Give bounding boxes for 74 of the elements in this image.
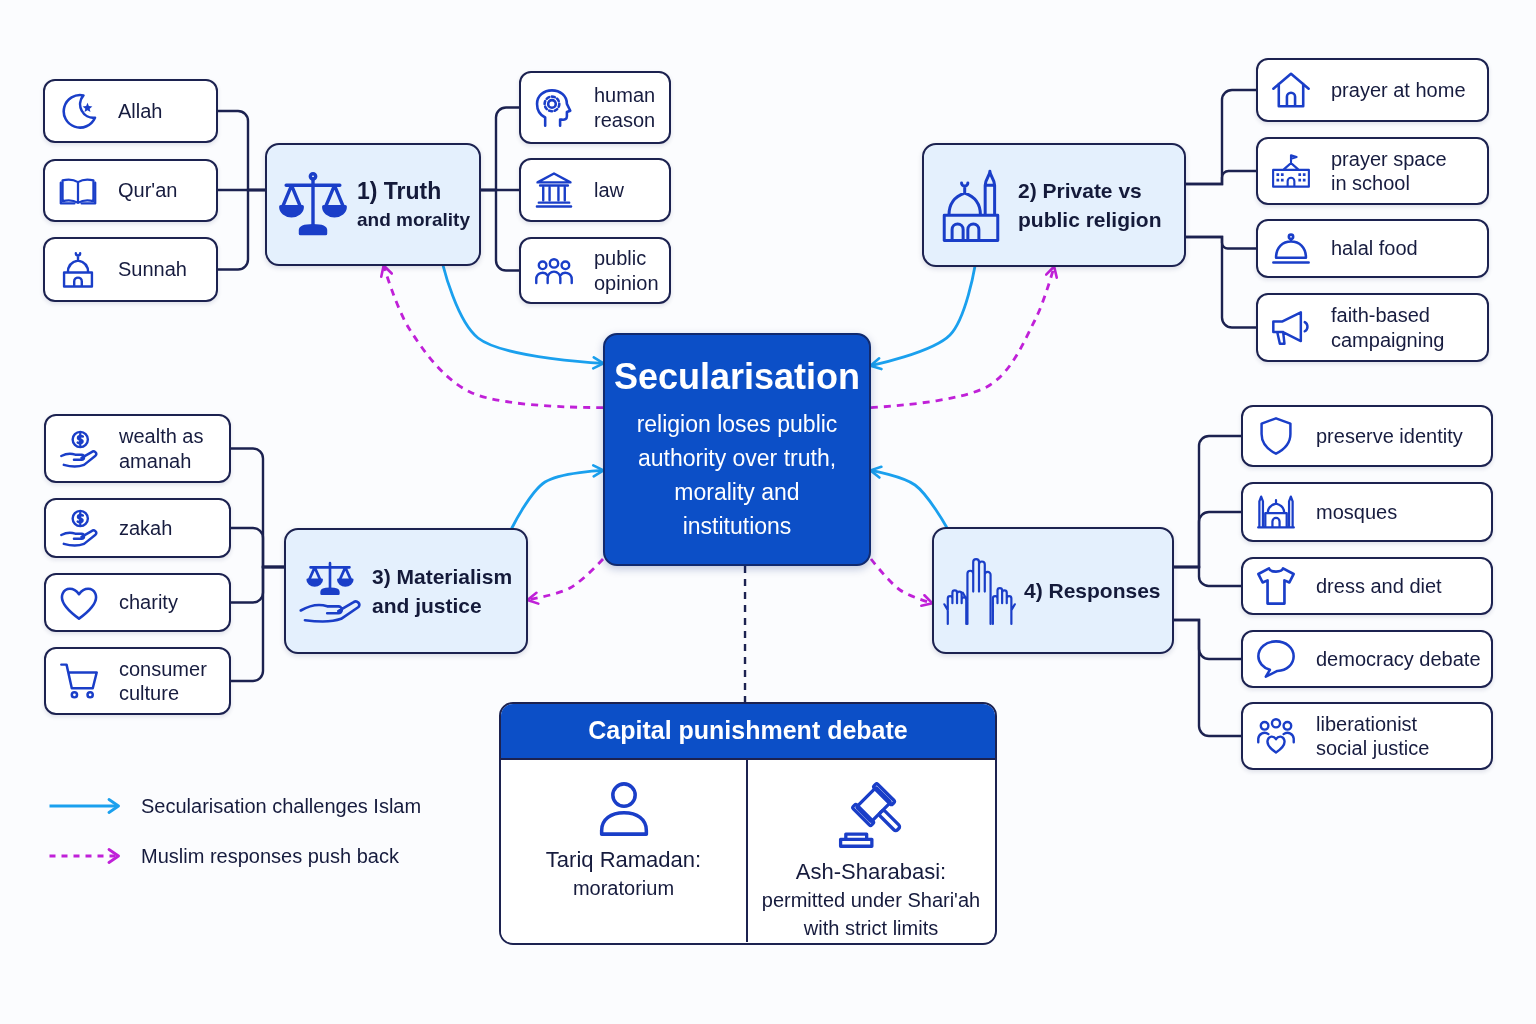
panel-title: Capital punishment debate (588, 716, 908, 746)
theme-title: 1) Truth and morality (357, 177, 471, 233)
curved-arrow (441, 264, 605, 370)
curved-arrow (870, 265, 1058, 409)
connector-line (479, 188, 521, 272)
topic-label: dress and diet (1316, 573, 1442, 599)
viewpoint-text: permitted under Shari'ah with strict limits (760, 888, 982, 942)
legend-label: Secularisation challenges Islam (141, 794, 422, 818)
theme-box (284, 528, 528, 654)
topic-label: faith-based campaigning (1331, 303, 1446, 352)
concept-title: Secularisation (613, 355, 861, 399)
topic-label: Allah (118, 98, 163, 124)
topic-label: law (594, 177, 624, 203)
topic-box (44, 498, 231, 558)
topic-box (43, 79, 218, 143)
topic-label: zakah (119, 515, 173, 541)
connector-line (229, 565, 286, 683)
topic-box (1256, 137, 1489, 205)
topic-label: human reason (594, 83, 657, 132)
topic-box (44, 573, 231, 632)
curved-arrow (869, 465, 948, 529)
topic-label: public opinion (594, 246, 660, 295)
concept-box (603, 333, 871, 566)
topic-box (1256, 293, 1489, 362)
topic-label: charity (119, 590, 178, 615)
topic-label: consumer culture (119, 656, 208, 706)
curved-arrow (869, 558, 934, 608)
viewpoint-text: moratorium (571, 876, 676, 902)
topic-box (519, 158, 671, 222)
curved-arrow (869, 265, 977, 371)
topic-box (1241, 405, 1493, 467)
topic-box (43, 237, 218, 302)
curved-arrow (526, 558, 604, 605)
topic-box (1241, 557, 1493, 615)
connector-line (1172, 565, 1243, 588)
topic-box (1241, 702, 1493, 770)
topic-label: mosques (1316, 499, 1398, 525)
theme-title: 3) Materialism and justice (372, 563, 514, 619)
topic-label: democracy debate (1316, 646, 1481, 672)
connector-line (216, 188, 267, 271)
curved-arrow (380, 264, 603, 409)
topic-box (519, 237, 671, 304)
topic-label: prayer at home (1331, 77, 1466, 103)
connector-line (1184, 169, 1258, 186)
topic-label: Sunnah (118, 257, 187, 282)
dashed-line (743, 566, 747, 702)
viewpoint-name: Ash-Sharabasi: (795, 857, 947, 886)
theme-box (922, 143, 1186, 267)
topic-box (44, 647, 231, 715)
connector-line (1172, 618, 1243, 738)
topic-label: wealth as amanah (119, 424, 205, 473)
topic-box (1256, 58, 1489, 122)
viewpoint-name: Tariq Ramadan: (545, 845, 702, 874)
topic-label: Qur'an (118, 178, 178, 203)
topic-label: prayer space in school (1331, 146, 1448, 196)
topic-box (44, 414, 231, 483)
debate-panel (499, 702, 997, 945)
viewpoint-panel (746, 759, 994, 942)
concept-description: religion loses public authority over truth, morality and institutions (635, 410, 839, 541)
topic-box (519, 71, 671, 144)
theme-box (932, 527, 1174, 654)
theme-title: 2) Private vs public religion (1018, 177, 1163, 233)
theme-title: 4) Responses (1024, 577, 1161, 604)
topic-box (1241, 630, 1493, 688)
topic-box (1241, 482, 1493, 542)
connector-line (1184, 235, 1258, 329)
topic-box (43, 159, 218, 222)
topic-label: preserve identity (1316, 423, 1463, 449)
curved-arrow (510, 464, 605, 530)
topic-box (1256, 219, 1489, 278)
topic-label: liberationist social justice (1316, 711, 1431, 761)
legend-label: Muslim responses push back (141, 844, 399, 868)
topic-label: halal food (1331, 236, 1418, 261)
theme-box (265, 143, 481, 266)
